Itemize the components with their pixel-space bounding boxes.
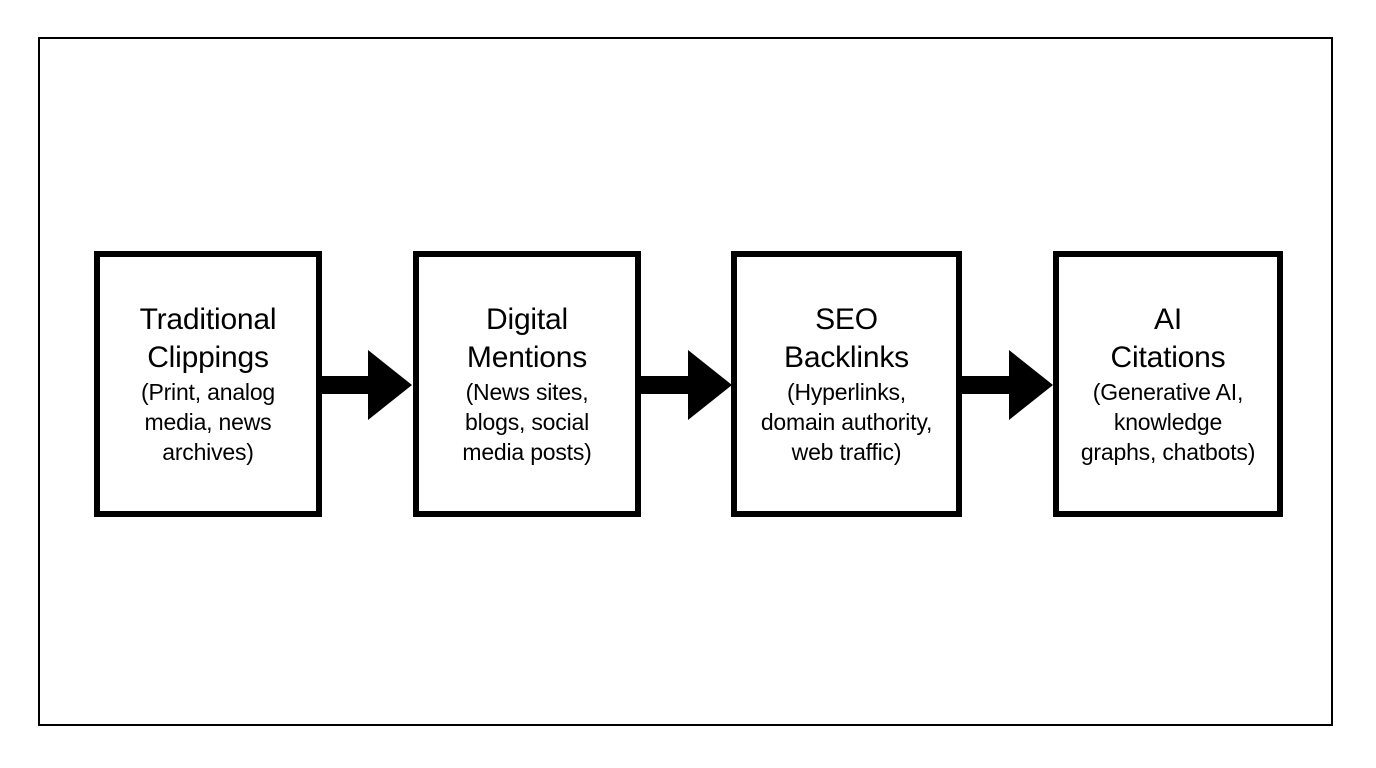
flow-node-ai-citations[interactable]: AI Citations (Generative AI, knowledge g… — [1053, 251, 1283, 517]
node-title-line: Mentions — [466, 341, 588, 374]
node-subtitle-line: (Hyperlinks, — [786, 379, 906, 405]
node-subtitle-line: domain authority, — [760, 409, 933, 435]
node-subtitle-line: knowledge — [1113, 409, 1223, 435]
node-title-line: Traditional — [139, 303, 277, 336]
node-subtitle-line: graphs, chatbots) — [1080, 439, 1256, 465]
node-title-line: AI — [1154, 303, 1182, 336]
node-title-line: SEO — [815, 303, 878, 336]
arrow-right-icon-1 — [318, 350, 412, 420]
flow-node-seo-backlinks[interactable]: SEO Backlinks (Hyperlinks, domain author… — [731, 251, 962, 517]
node-text-block: Digital Mentions (News sites, blogs, soc… — [367, 301, 687, 467]
node-text-block: Traditional Clippings (Print, analog med… — [48, 301, 368, 467]
flow-row: Traditional Clippings (Print, analog med… — [0, 251, 1376, 523]
node-subtitle: (News sites, blogs, social media posts) — [367, 377, 687, 467]
flow-node-traditional-clippings[interactable]: Traditional Clippings (Print, analog med… — [94, 251, 322, 517]
node-subtitle-line: media posts) — [462, 439, 592, 465]
node-text-block: SEO Backlinks (Hyperlinks, domain author… — [687, 301, 1007, 467]
node-text-block: AI Citations (Generative AI, knowledge g… — [1008, 301, 1328, 467]
node-subtitle-line: (Print, analog — [141, 379, 275, 405]
node-subtitle-line: (News sites, — [465, 379, 589, 405]
arrow-right-icon-3 — [959, 350, 1053, 420]
node-title: Digital Mentions — [367, 301, 687, 377]
node-subtitle: (Hyperlinks, domain authority, web traff… — [687, 377, 1007, 467]
node-subtitle-line: archives) — [162, 439, 254, 465]
arrow-right-icon-2 — [638, 350, 732, 420]
flow-node-digital-mentions[interactable]: Digital Mentions (News sites, blogs, soc… — [413, 251, 641, 517]
node-subtitle: (Print, analog media, news archives) — [48, 377, 368, 467]
node-title-line: Clippings — [147, 341, 269, 374]
node-subtitle-line: (Generative AI, — [1092, 379, 1244, 405]
node-title-line: Backlinks — [784, 341, 909, 374]
node-subtitle-line: blogs, social — [465, 409, 589, 435]
node-title-line: Citations — [1110, 341, 1226, 374]
node-subtitle-line: web traffic) — [791, 439, 902, 465]
node-title-line: Digital — [486, 303, 568, 336]
node-title: SEO Backlinks — [687, 301, 1007, 377]
node-subtitle-line: media, news — [144, 409, 272, 435]
node-title: AI Citations — [1008, 301, 1328, 377]
node-title: Traditional Clippings — [48, 301, 368, 377]
node-subtitle: (Generative AI, knowledge graphs, chatbo… — [1008, 377, 1328, 467]
